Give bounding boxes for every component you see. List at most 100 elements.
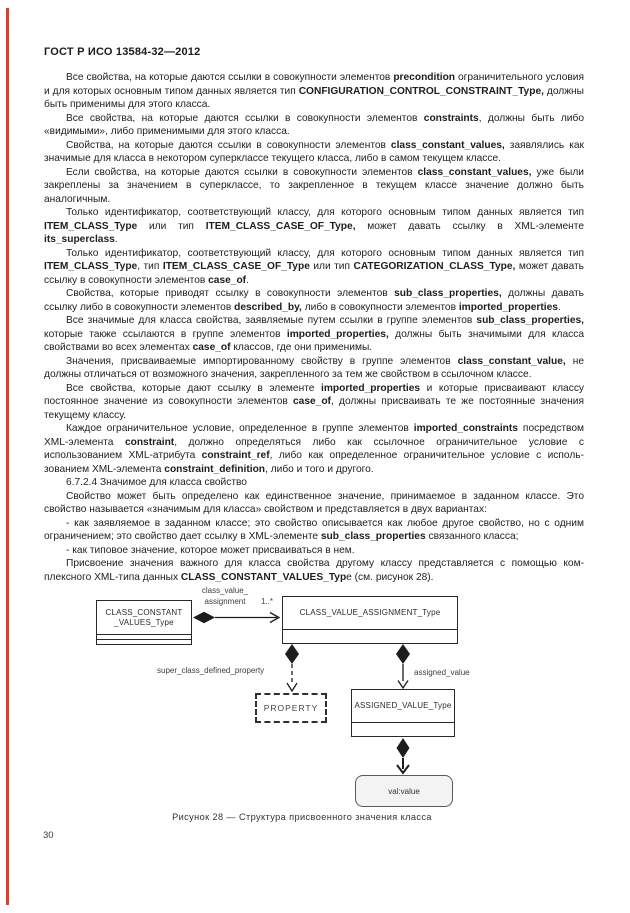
- uml-box-label: ASSIGNED_VALUE_Type: [354, 701, 452, 710]
- text-segment: - как типовое значение, которое может пр…: [66, 544, 355, 556]
- text-segment: .: [557, 301, 561, 313]
- left-margin-red-rule: [6, 8, 9, 905]
- text-segment: , должно определяться либо как ссылочное…: [44, 436, 584, 462]
- text-segment: и которые присваивают классу постоянное …: [44, 382, 585, 408]
- keyword-bold: constraint: [124, 436, 175, 448]
- text-segment: Только идентификатор, соответствующий кл…: [66, 207, 584, 218]
- paragraph: Все свойства, на которые даются ссылки в…: [44, 112, 584, 139]
- edge-label-multiplicity: 1..*: [261, 597, 274, 606]
- text-segment: или тип: [137, 220, 206, 232]
- arrowhead-icon: [397, 680, 409, 690]
- text-segment: Все свойства, которые дают ссылку в элем…: [66, 382, 321, 394]
- keyword-bold: ITEM_CLASS_Type: [44, 261, 138, 272]
- keyword-bold: CATEGORIZATION_CLASS_Type,: [353, 261, 516, 272]
- text-segment: - как заявляемое в заданном классе; это …: [44, 517, 584, 543]
- keyword-bold: class_constant_values,: [417, 166, 532, 178]
- text-segment: Свойства, на которые даются ссылки в сов…: [66, 139, 391, 151]
- uml-empty-compartment: [352, 722, 454, 736]
- paragraph: Свойства, на которые даются ссылки в сов…: [44, 139, 584, 166]
- keyword-bold: constraints: [423, 112, 479, 124]
- text-segment: , должны присваивать те же постоянные зн…: [44, 396, 584, 421]
- figure-28: CLASS_CONSTANT _VALUES_Type CLASS_VALUE_…: [0, 585, 630, 845]
- keyword-bold: CONFIGURATION_CONTROL_CONSTRAINT_Type,: [298, 85, 544, 97]
- text-segment: связанного класса;: [425, 531, 519, 542]
- text-segment: или тип: [309, 261, 354, 272]
- keyword-bold: sub_class_properties: [320, 531, 426, 542]
- uml-connectors: [193, 611, 410, 775]
- uml-box-label: CLASS_VALUE_ASSIGNMENT_Type: [299, 608, 441, 617]
- text-segment: ограничительного усло­вия и для которых …: [44, 72, 584, 97]
- text-segment: Только идентификатор, соответствующий кл…: [66, 247, 584, 259]
- body-text: Все свойства, на которые даются ссылки в…: [44, 71, 584, 584]
- keyword-bold: imported_properties: [320, 382, 421, 394]
- text-segment: , либо и того и другого.: [265, 463, 374, 475]
- text-segment: Свойства, которые приводят ссылку в сово…: [66, 288, 395, 299]
- keyword-bold: imported_constraints: [413, 423, 518, 434]
- uml-empty-compartment: [283, 629, 457, 643]
- paragraph: Свойства, которые приводят ссылку в сово…: [44, 287, 584, 314]
- keyword-bold: ITEM_CLASS_Type: [44, 220, 138, 232]
- paragraph: Только идентификатор, соответствующий кл…: [44, 206, 584, 247]
- paragraph: Все значимые для класса свойства, заявля…: [44, 314, 584, 355]
- text-segment: е (см. рисунок 28).: [346, 571, 434, 583]
- paragraph: Все свойства, на которые даются ссылки в…: [44, 71, 584, 112]
- keyword-bold: imported_properties,: [286, 328, 389, 340]
- text-segment: может давать ссылку в XML-элементе: [355, 220, 584, 232]
- text-segment: , либо как определенное ограничительное …: [44, 450, 585, 475]
- keyword-bold: constraint_ref: [201, 450, 270, 461]
- text-segment: , тип: [137, 261, 163, 272]
- text-segment: уже были закреплены за значением в супер…: [44, 166, 584, 205]
- aggregation-diamond-icon: [396, 644, 410, 664]
- paragraph: - как типовое значение, которое может пр…: [44, 544, 584, 558]
- keyword-bold: its_superclass: [44, 234, 115, 245]
- text-segment: Свойство может быть определено как единс…: [44, 490, 584, 516]
- keyword-bold: constraint_definition: [164, 463, 266, 475]
- paragraph: Только идентификатор, соответствующий кл…: [44, 247, 584, 288]
- arrowhead-icon: [396, 764, 410, 775]
- paragraph: - как заявляемое в заданном классе; это …: [44, 517, 584, 544]
- keyword-bold: sub_class_properties,: [476, 315, 584, 326]
- text-segment: Все значимые для класса свойства, заявля…: [66, 315, 477, 326]
- aggregation-diamond-icon: [285, 644, 299, 664]
- text-segment: классов, где они применимы.: [230, 342, 373, 353]
- text-segment: Если свойства, на которые даются ссылки …: [66, 166, 418, 178]
- text-segment: которые также ссылаются в группе элемент…: [44, 328, 287, 340]
- uml-box-label: CLASS_CONSTANT _VALUES_Type: [105, 607, 183, 627]
- uml-empty-compartment: [97, 634, 191, 639]
- keyword-bold: CLASS_CONSTANT_VALUES_Typ: [180, 571, 347, 583]
- keyword-bold: imported_properties: [458, 301, 558, 313]
- section-heading: 6.7.2.4 Значимое для класса свойство: [44, 476, 584, 490]
- keyword-bold: case_of: [192, 342, 231, 353]
- uml-node-val-value: val:value: [355, 775, 453, 807]
- paragraph: Значения, присваиваемые импортированному…: [44, 355, 584, 382]
- aggregation-diamond-icon: [396, 738, 410, 758]
- text-segment: , должны быть либо «видимыми», либо прим…: [44, 112, 585, 138]
- paragraph: Если свойства, на которые даются ссылки …: [44, 166, 584, 207]
- text-segment: должны быть применимы для этого класса.: [44, 85, 584, 111]
- text-segment: должны быть значимыми для класса свойств…: [44, 328, 584, 354]
- text-segment: Значения, присваиваемые импортированному…: [66, 355, 458, 367]
- edge-label-assigned-value: assigned_value: [414, 668, 470, 677]
- paragraph: Присвоение значения важного для класса с…: [44, 557, 584, 584]
- edge-label-super-class-defined-property: super_class_defined_property: [157, 666, 265, 675]
- paragraph: Каждое ограничительное условие, определе…: [44, 422, 584, 476]
- text-segment: Присвоение значения важного для класса с…: [44, 558, 584, 583]
- text-segment: Каждое ограничительное условие, определе…: [66, 423, 414, 434]
- text-segment: посред­ством XML-элемента: [44, 423, 584, 448]
- text-segment: не должны отличаться от возможного значе…: [44, 355, 584, 381]
- uml-box-property: PROPERTY: [255, 693, 327, 723]
- keyword-bold: case_of: [293, 396, 331, 407]
- text-segment: может давать ссылку в совокупности элеме…: [44, 261, 584, 286]
- arrowhead-icon: [269, 611, 281, 624]
- keyword-bold: described_by,: [234, 301, 302, 313]
- keyword-bold: ITEM_CLASS_CASE_OF_Type: [162, 261, 310, 272]
- uml-box-assigned-value-type: ASSIGNED_VALUE_Type: [351, 689, 455, 737]
- figure-caption: Рисунок 28 — Структура присвоенного знач…: [172, 812, 432, 822]
- keyword-bold: precondition: [393, 72, 456, 83]
- paragraph: Свойство может быть определено как единс…: [44, 490, 584, 517]
- keyword-bold: case_of: [208, 274, 247, 286]
- uml-box-class-constant-values: CLASS_CONSTANT _VALUES_Type: [96, 600, 192, 645]
- page-header: ГОСТ Р ИСО 13584-32—2012: [44, 46, 201, 58]
- text-segment: .: [246, 274, 249, 286]
- page-number: 30: [43, 830, 54, 841]
